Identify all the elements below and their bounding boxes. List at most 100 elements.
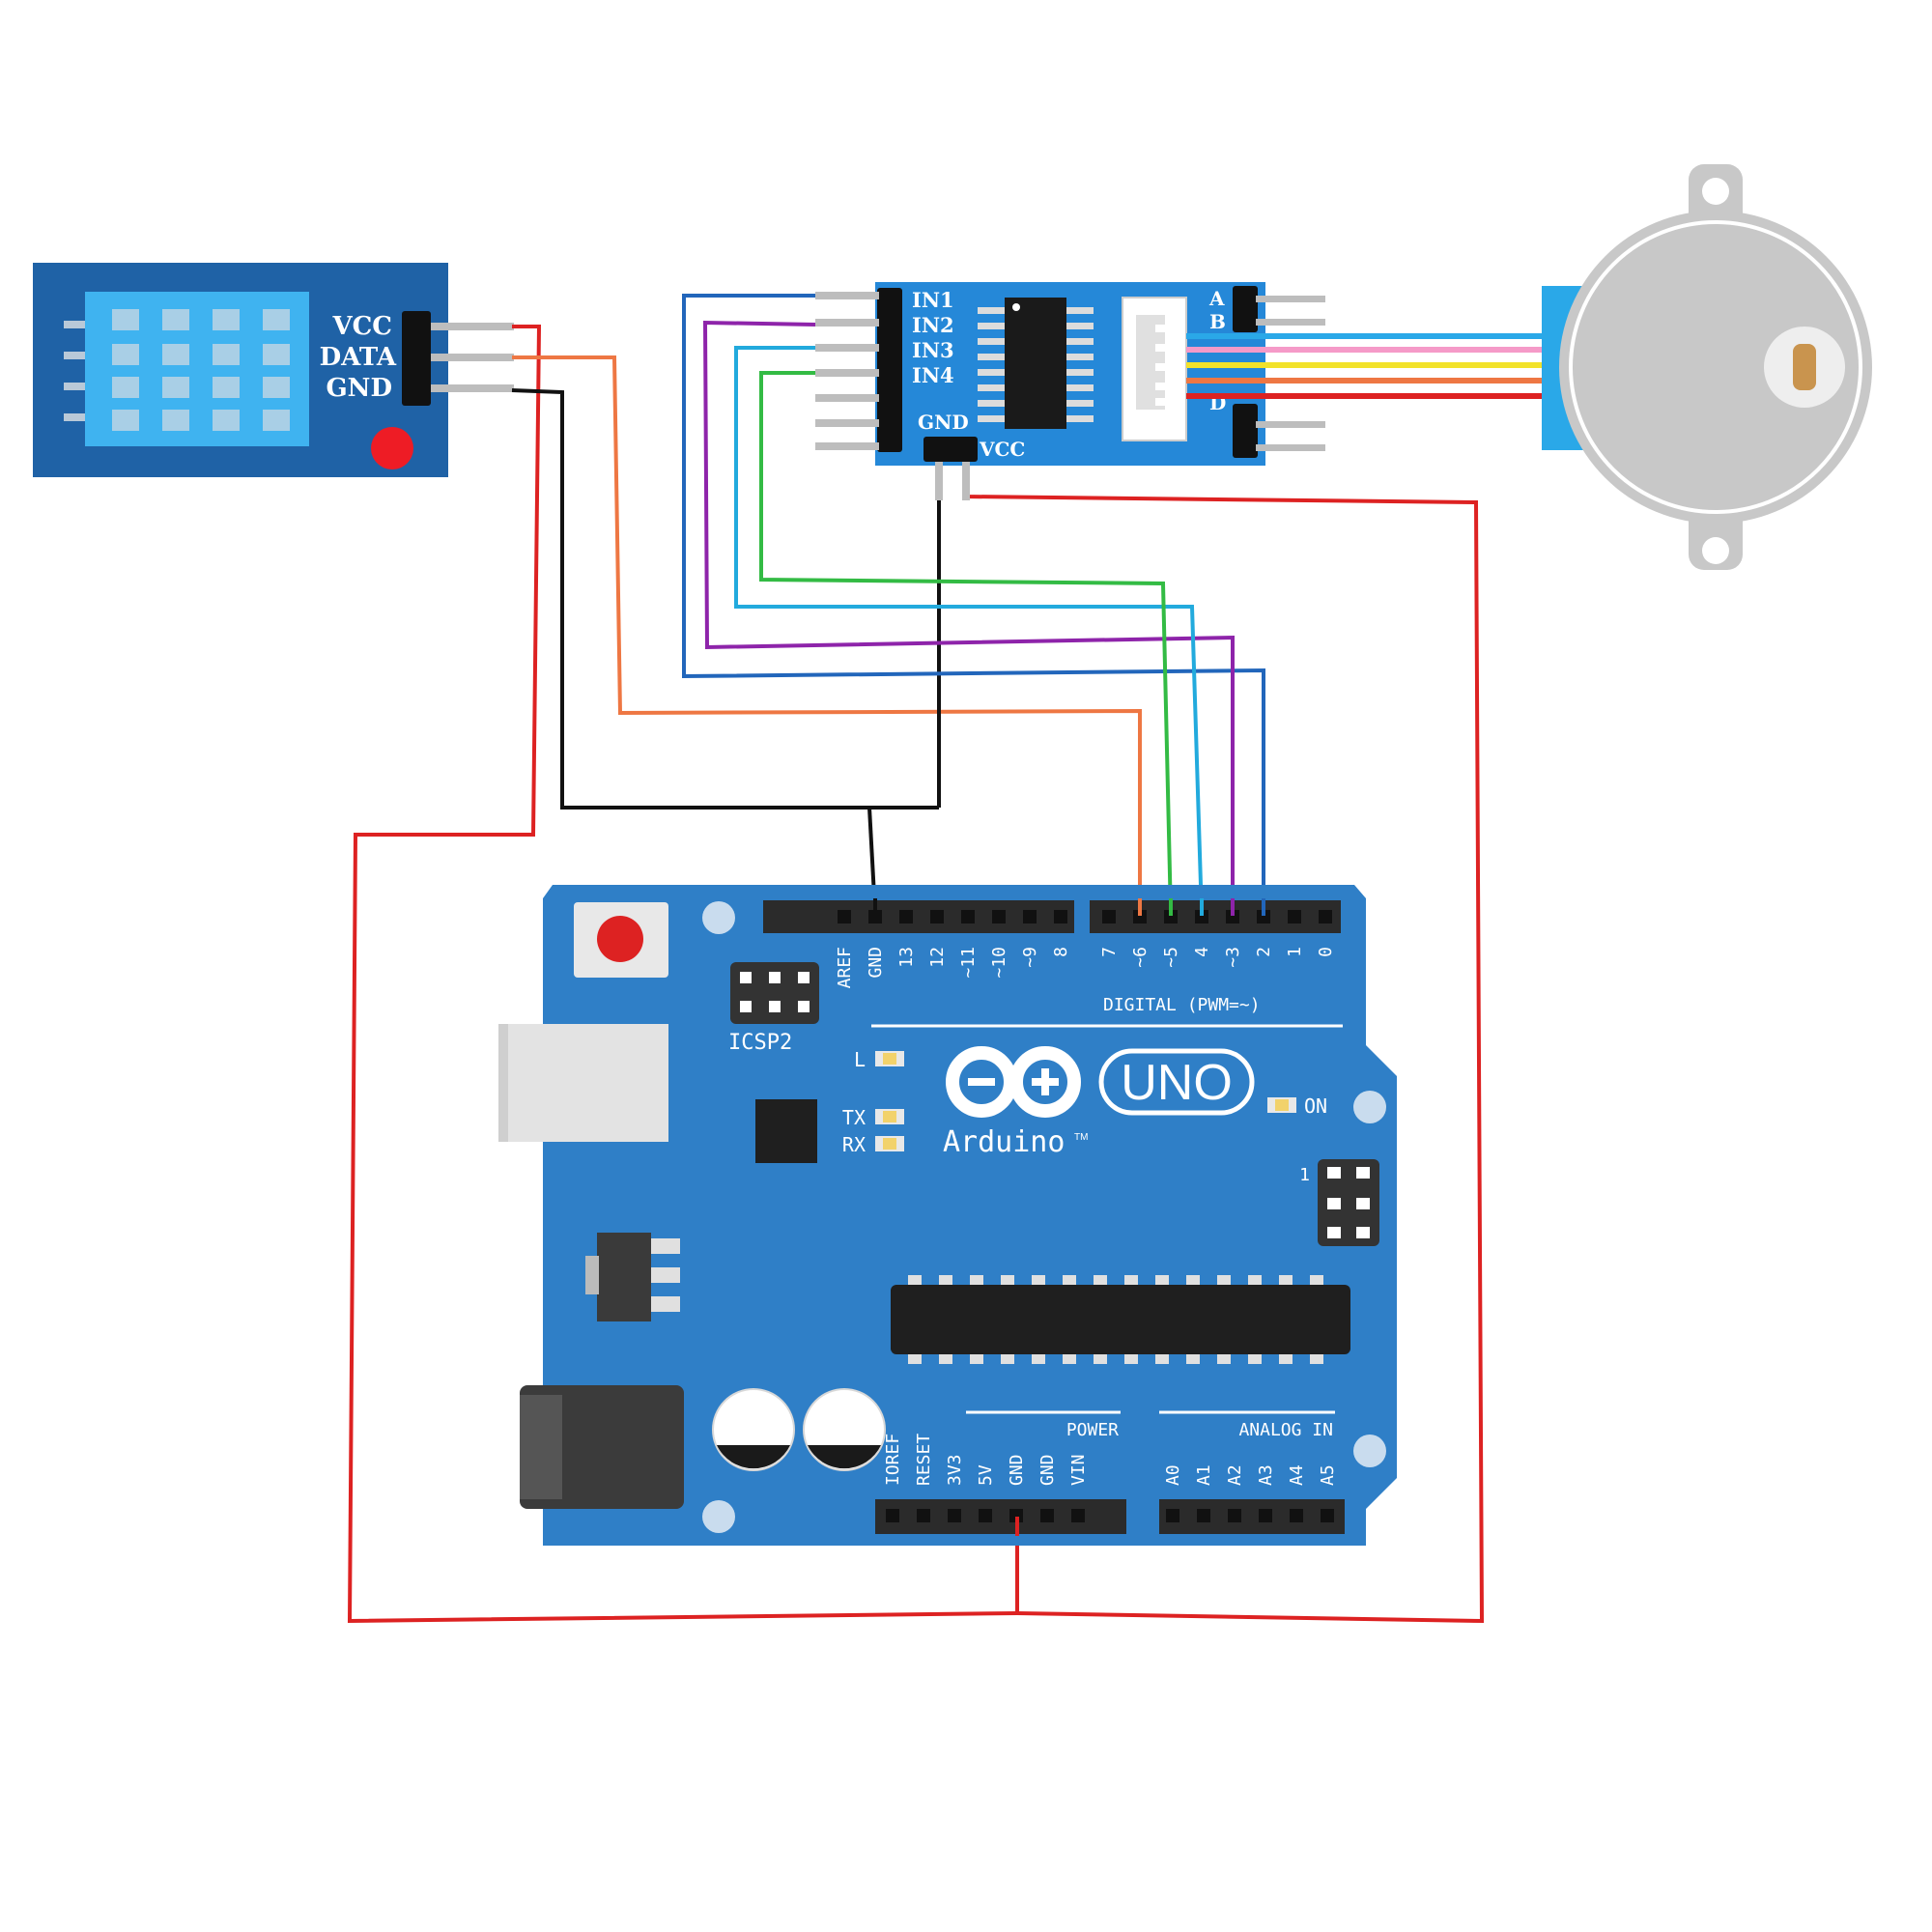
- icsp-header: [1318, 1159, 1379, 1246]
- chip-pin: [1248, 1354, 1262, 1364]
- digital-pin-label: 0: [1316, 947, 1336, 957]
- digital-pin-label: ~3: [1223, 947, 1243, 968]
- power-pin-label: 5V: [976, 1464, 996, 1486]
- arduino-logo-icon: [946, 1046, 1081, 1118]
- digital-pin-hole[interactable]: [1102, 910, 1116, 923]
- digital-pin-label: ~11: [958, 947, 979, 979]
- digital-pin-hole[interactable]: [930, 910, 944, 923]
- icsp-label: 1: [1299, 1165, 1310, 1185]
- power-pin-hole[interactable]: [1040, 1509, 1054, 1522]
- motor-connector: [1122, 297, 1187, 441]
- led-indicators: [875, 1051, 1296, 1151]
- power-pin-label: GND: [1007, 1454, 1027, 1486]
- analog-header: [1159, 1499, 1345, 1534]
- analog-pin-hole[interactable]: [1259, 1509, 1272, 1522]
- analog-pin-label: A3: [1256, 1464, 1276, 1486]
- chip-pin: [1155, 1275, 1169, 1285]
- dht-sensor-module: VCC DATA GND: [33, 263, 514, 477]
- sensor-pin-data: [431, 354, 514, 361]
- power-pin-hole[interactable]: [1009, 1509, 1023, 1522]
- uno-badge: [1098, 1048, 1255, 1116]
- digital-pin-label: ~5: [1161, 947, 1181, 968]
- power-pin-hole[interactable]: [1071, 1509, 1085, 1522]
- chip-pin: [939, 1354, 952, 1364]
- arduino-mount-hole: [702, 1500, 735, 1533]
- wire-in3: [734, 346, 1204, 917]
- wire-ends: [873, 898, 1265, 1536]
- digital-section-label: DIGITAL (PWM=~): [1103, 995, 1261, 1015]
- icsp2-label: ICSP2: [728, 1031, 792, 1055]
- chip-pin: [1063, 1354, 1076, 1364]
- led-label-rx: RX: [842, 1133, 866, 1156]
- arduino-mount-hole: [1353, 1091, 1386, 1123]
- chip-pin: [908, 1354, 922, 1364]
- digital-pin-label: 12: [927, 947, 948, 968]
- power-pin-hole[interactable]: [979, 1509, 992, 1522]
- wires: [347, 294, 1485, 1624]
- motor-body: [1559, 211, 1872, 524]
- digital-pin-hole[interactable]: [1054, 910, 1067, 923]
- driver-label-in1: IN1: [912, 288, 954, 312]
- chip-pin: [1124, 1275, 1138, 1285]
- analog-pin-hole[interactable]: [1290, 1509, 1303, 1522]
- digital-pin-label: ~6: [1130, 947, 1151, 968]
- arduino-mount-hole: [1353, 1435, 1386, 1467]
- digital-pin-hole[interactable]: [1164, 910, 1178, 923]
- chip-pin: [1186, 1354, 1200, 1364]
- digital-header-right: [1090, 900, 1341, 933]
- digital-pin-hole[interactable]: [1195, 910, 1208, 923]
- driver-label-in3: IN3: [912, 338, 954, 362]
- chip-pin: [1001, 1354, 1014, 1364]
- analog-pin-hole[interactable]: [1321, 1509, 1334, 1522]
- digital-pin-hole[interactable]: [838, 910, 851, 923]
- led-label-tx: TX: [842, 1106, 866, 1129]
- power-pin-hole[interactable]: [948, 1509, 961, 1522]
- chip-pin: [1310, 1275, 1323, 1285]
- digital-pin-label: GND: [866, 947, 886, 979]
- digital-pin-hole[interactable]: [868, 910, 882, 923]
- sensor-pin-gnd: [431, 384, 514, 392]
- digital-pin-hole[interactable]: [1319, 910, 1332, 923]
- digital-pin-hole[interactable]: [1023, 910, 1037, 923]
- chip-pin: [970, 1354, 983, 1364]
- driver-label-b: B: [1209, 310, 1226, 333]
- digital-pin-label: 7: [1099, 947, 1120, 957]
- motor-mount-hole-bottom: [1702, 537, 1729, 564]
- capacitor: [803, 1388, 886, 1471]
- digital-pin-hole[interactable]: [1257, 910, 1270, 923]
- power-pin-hole[interactable]: [886, 1509, 899, 1522]
- motor-mount-hole-top: [1702, 178, 1729, 205]
- digital-pin-hole[interactable]: [899, 910, 913, 923]
- reset-button-cap[interactable]: [597, 916, 643, 962]
- digital-pin-hole[interactable]: [992, 910, 1006, 923]
- digital-pin-hole[interactable]: [1133, 910, 1147, 923]
- motor-body-ring: [1569, 220, 1862, 514]
- digital-pin-hole[interactable]: [961, 910, 975, 923]
- stepper-driver-board: IN1 IN2 IN3 IN4: [815, 282, 1325, 500]
- wire-sensor-data: [512, 355, 1142, 916]
- digital-pin-hole[interactable]: [1288, 910, 1301, 923]
- chip-pin: [1248, 1275, 1262, 1285]
- driver-label-in4: IN4: [912, 363, 954, 387]
- chip-pin: [1032, 1354, 1045, 1364]
- power-pin-label: RESET: [914, 1434, 934, 1486]
- motor-ribbon-cable: [1186, 333, 1546, 399]
- digital-pin-hole[interactable]: [1226, 910, 1239, 923]
- driver-ic: [978, 298, 1094, 429]
- analog-pin-hole[interactable]: [1197, 1509, 1210, 1522]
- analog-pin-hole[interactable]: [1228, 1509, 1241, 1522]
- analog-pin-hole[interactable]: [1166, 1509, 1179, 1522]
- atmega-chip: [891, 1275, 1350, 1364]
- usb-chip: [755, 1099, 817, 1163]
- chip-pin: [1186, 1275, 1200, 1285]
- brand-text: Arduino: [943, 1125, 1065, 1159]
- power-pin-hole[interactable]: [917, 1509, 930, 1522]
- chip-pin: [1279, 1354, 1293, 1364]
- arduino-uno: ICSP2 L TX RX ON: [498, 885, 1397, 1546]
- led-label-l: L: [854, 1048, 866, 1071]
- motor-shaft: [1793, 344, 1816, 390]
- analog-pin-label: A1: [1194, 1464, 1214, 1486]
- sensor-pin-label-vcc: VCC: [331, 312, 392, 341]
- stepper-motor: [1186, 164, 1872, 570]
